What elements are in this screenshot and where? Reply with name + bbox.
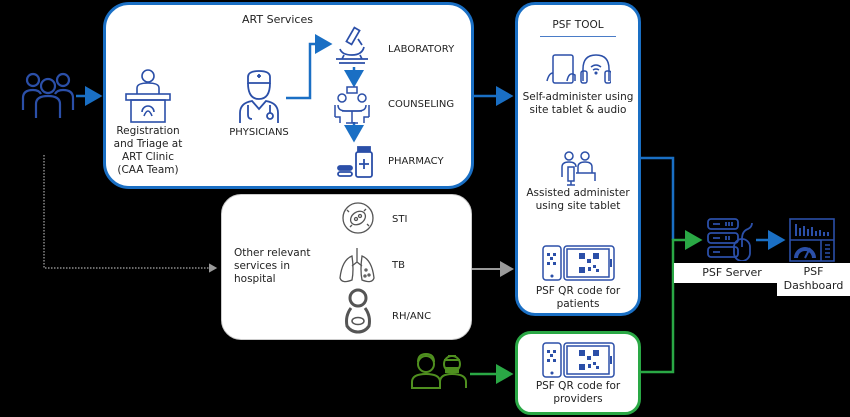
other-services-label: Other relevant services in hospital xyxy=(234,247,311,286)
physician-icon xyxy=(239,70,279,123)
dashboard-label-backdrop xyxy=(777,263,850,296)
reception-desk-icon xyxy=(125,69,171,123)
psf-tool-title-divider xyxy=(540,36,616,37)
tb-label: TB xyxy=(392,260,405,271)
assisted-people-icon xyxy=(561,151,596,186)
pharmacy-label: PHARMACY xyxy=(388,156,444,167)
counseling-label: COUNSELING xyxy=(388,99,455,110)
lungs-icon xyxy=(339,248,375,283)
dashboard-icon xyxy=(789,218,835,262)
line-providers-to-server xyxy=(641,230,703,374)
physicians-label: PHYSICIANS xyxy=(229,127,289,138)
sti-label: STI xyxy=(392,214,408,225)
psf-tool-box: PSF TOOL Self-administer using site tabl… xyxy=(515,2,641,316)
laboratory-label: LABORATORY xyxy=(388,44,455,55)
art-services-title: ART Services xyxy=(242,13,313,26)
server-mouse-icon xyxy=(707,218,753,261)
medicine-bottle-icon xyxy=(337,146,373,178)
other-services-box: Other relevant services in hospital STI … xyxy=(221,194,472,340)
rh-anc-label: RH/ANC xyxy=(392,311,432,322)
psf-providers-box: PSF QR code for providers xyxy=(515,331,641,415)
tablet-headphones-icon xyxy=(546,54,611,84)
people-group-icon xyxy=(21,72,75,118)
microscope-icon xyxy=(336,26,368,64)
self-administer-label: Self-administer using site tablet & audi… xyxy=(522,91,634,117)
doctors-pair-icon xyxy=(411,352,467,389)
qr-patients-label: PSF QR code for patients xyxy=(535,285,621,311)
art-services-box: ART Services Registration and Triage at … xyxy=(103,2,474,189)
art-internal-arrows xyxy=(286,34,364,143)
qr-devices-icon xyxy=(542,342,615,378)
registration-label: Registration and Triage at ART Clinic (C… xyxy=(113,125,183,177)
pregnancy-icon xyxy=(345,288,371,334)
counseling-table-icon xyxy=(334,86,370,124)
qr-devices-icon xyxy=(542,245,615,281)
psf-tool-title: PSF TOOL xyxy=(552,19,604,31)
assisted-label: Assisted administer using site tablet xyxy=(526,187,630,213)
psf-dashboard-label: PSF Dashboard xyxy=(783,265,844,292)
line-psf-tool-to-server xyxy=(641,156,675,240)
psf-server-label: PSF Server xyxy=(702,266,762,279)
bacteria-icon xyxy=(342,202,374,234)
qr-providers-label: PSF QR code for providers xyxy=(535,380,621,406)
